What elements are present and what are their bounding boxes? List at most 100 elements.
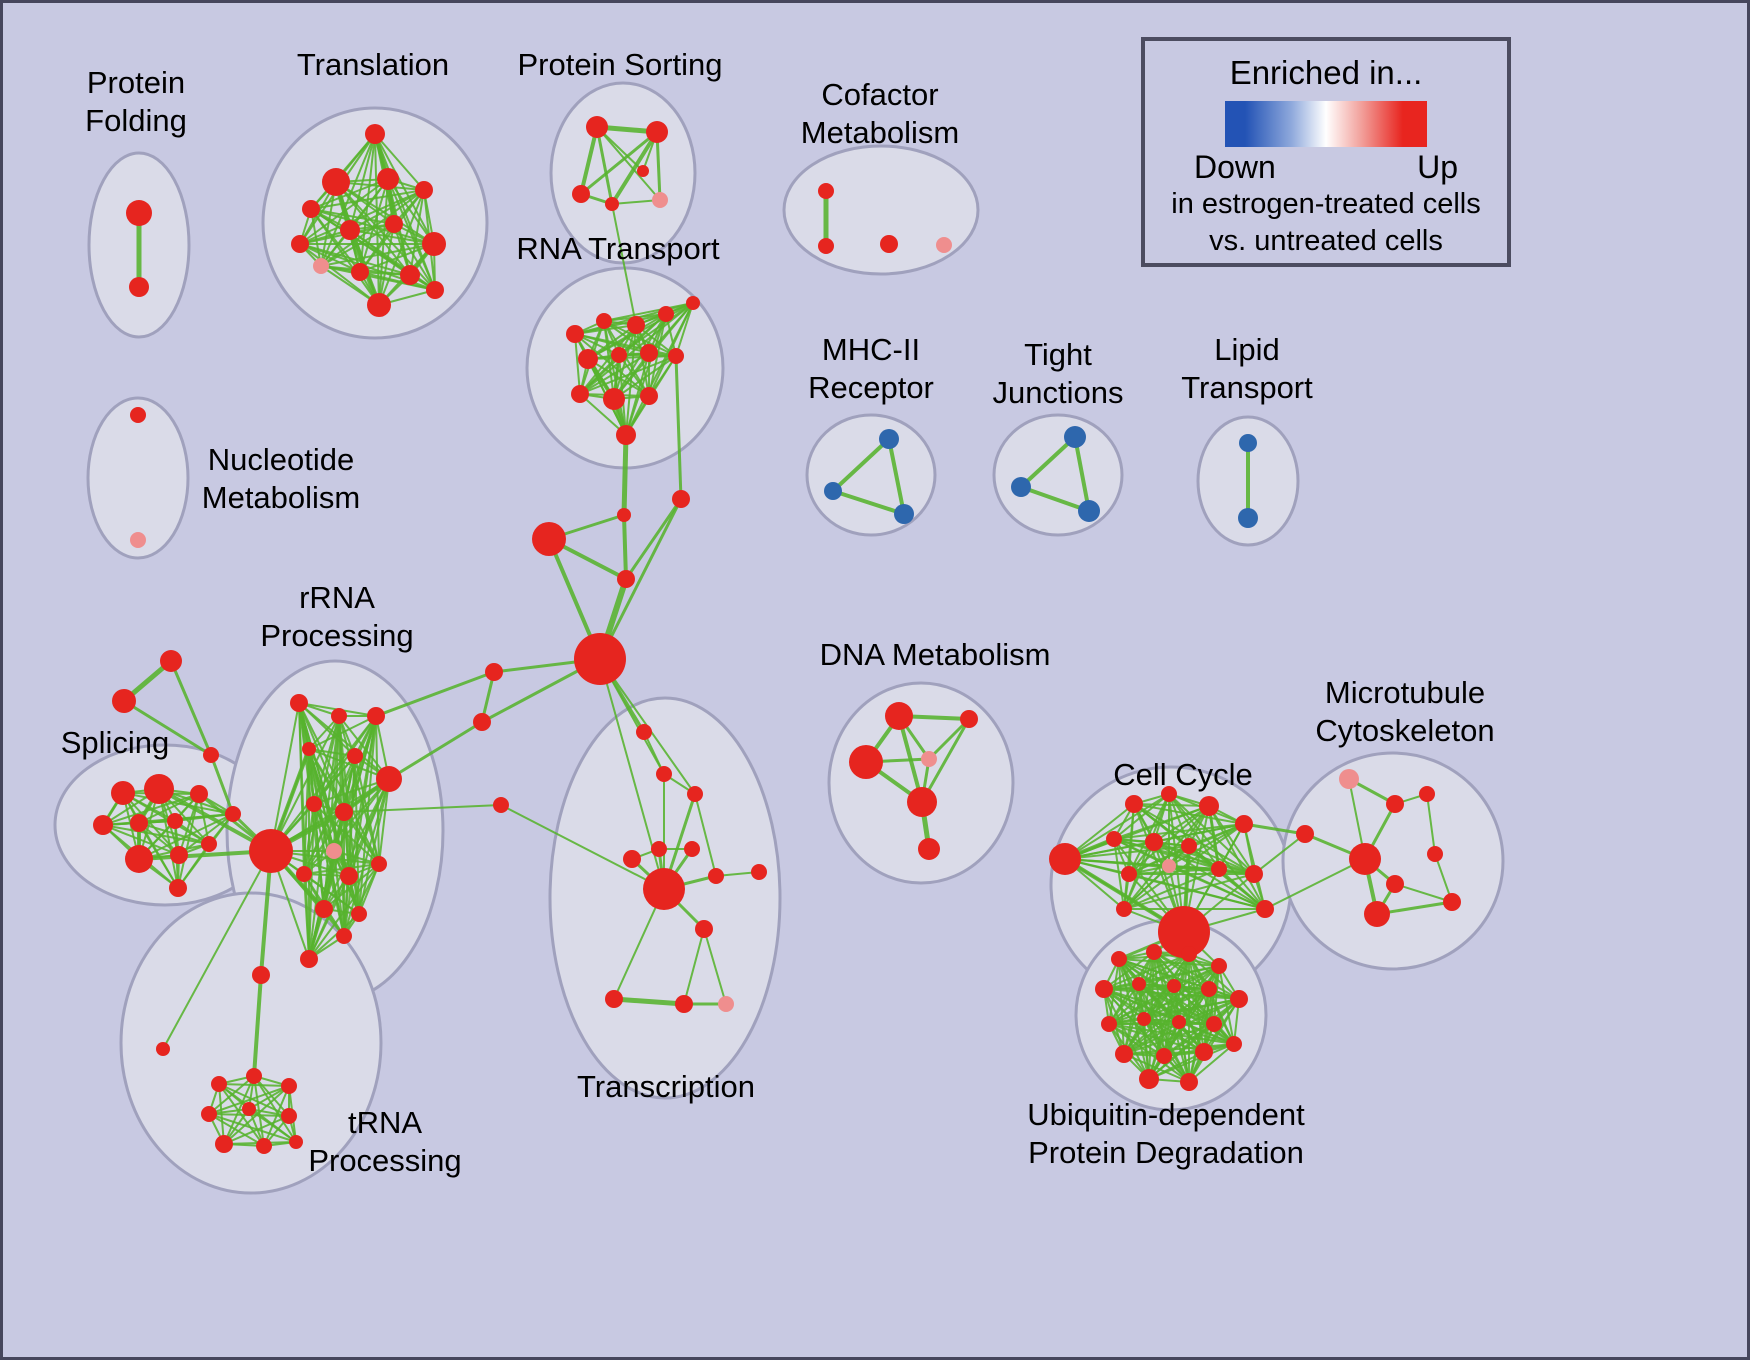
legend-caption-line2: vs. untreated cells xyxy=(1209,225,1443,257)
node-ubiquitin_degradation-4 xyxy=(1095,980,1113,998)
node-cell_cycle-6 xyxy=(1145,833,1163,851)
edge-protein_sorting xyxy=(655,130,662,202)
node-splicing-0 xyxy=(111,781,135,805)
node-cell_cycle-4 xyxy=(1235,815,1253,833)
edge-trna_processing xyxy=(248,1108,297,1143)
edge-rna_transport xyxy=(579,393,627,436)
edge-ubiquitin_degradation xyxy=(1163,1023,1215,1057)
edge-ubiquitin_degradation xyxy=(1138,965,1220,985)
edge-cell_cycle xyxy=(1153,823,1245,843)
edge-connectors xyxy=(622,513,628,581)
node-microtubule_cytoskeleton-2 xyxy=(1419,786,1435,802)
node-ubiquitin_degradation-11 xyxy=(1172,1015,1186,1029)
edge-ubiquitin_degradation xyxy=(1143,988,1210,1020)
edge-ubiquitin_degradation xyxy=(1178,1021,1235,1045)
node-rna_transport-11 xyxy=(616,425,636,445)
node-dna_metabolism-5 xyxy=(918,838,940,860)
edge-rna_transport xyxy=(574,333,581,395)
edge-rrna_processing xyxy=(323,863,380,910)
node-ubiquitin_degradation-9 xyxy=(1101,1016,1117,1032)
edge-translation xyxy=(299,189,425,245)
node-trna_processing-10 xyxy=(289,1135,303,1149)
node-ubiquitin_degradation-15 xyxy=(1195,1043,1213,1061)
cluster-label-dna_metabolism: DNA Metabolism xyxy=(820,637,1051,672)
cluster-label-trna_processing: tRNA xyxy=(348,1105,422,1140)
node-transcription-11 xyxy=(718,996,734,1012)
node-rrna_processing-14 xyxy=(351,906,367,922)
edge-trna_processing xyxy=(253,1075,297,1143)
edge-transcription xyxy=(683,928,705,1005)
node-ubiquitin_degradation-7 xyxy=(1201,981,1217,997)
node-transcription-5 xyxy=(684,841,700,857)
cluster-ellipse-cofactor_metabolism xyxy=(782,144,980,276)
edge-protein_sorting xyxy=(611,199,661,205)
node-cell_cycle-7 xyxy=(1181,838,1197,854)
node-rna_transport-2 xyxy=(627,316,645,334)
edge-rrna_processing xyxy=(343,863,380,937)
node-rrna_processing-3 xyxy=(302,742,316,756)
edge-transcription xyxy=(703,928,727,1005)
node-connectors-6 xyxy=(473,713,491,731)
node-ubiquitin_degradation-6 xyxy=(1167,979,1181,993)
edge-translation xyxy=(349,133,376,231)
edge-rna_transport xyxy=(579,355,677,395)
node-translation-11 xyxy=(400,265,420,285)
cluster-ellipse-tight_junctions xyxy=(992,413,1124,537)
edge-ubiquitin_degradation xyxy=(1123,1021,1180,1055)
edge-bridge xyxy=(1264,858,1366,910)
node-connectors-7 xyxy=(493,797,509,813)
node-transcription-4 xyxy=(651,841,667,857)
node-translation-1 xyxy=(322,168,350,196)
legend-endpoint-labels: Down Up xyxy=(1194,149,1458,186)
node-cell_cycle-0 xyxy=(1049,843,1081,875)
node-rrna_processing-4 xyxy=(347,748,363,764)
edge-cell_cycle xyxy=(1113,793,1170,840)
node-cofactor_metabolism-2 xyxy=(880,235,898,253)
edge-connectors xyxy=(169,659,213,757)
node-splicing-4 xyxy=(130,814,148,832)
edge-cell_cycle xyxy=(1153,805,1210,843)
node-connectors-0 xyxy=(672,490,690,508)
edge-translation xyxy=(359,243,435,273)
edge-rrna_processing xyxy=(343,811,380,865)
edge-trna_processing xyxy=(223,1115,290,1145)
edge-splicing xyxy=(102,824,210,845)
node-connectors-5 xyxy=(485,663,503,681)
node-translation-6 xyxy=(340,220,360,240)
node-splicing-9 xyxy=(225,806,241,822)
edge-bridge xyxy=(162,850,272,1050)
node-rna_transport-10 xyxy=(640,387,658,405)
edge-translation xyxy=(387,178,435,245)
node-protein_sorting-5 xyxy=(637,165,649,177)
edge-cell_cycle xyxy=(1113,838,1125,910)
node-translation-7 xyxy=(385,215,403,233)
legend-gradient-bar xyxy=(1225,101,1427,147)
node-dna_metabolism-4 xyxy=(907,787,937,817)
node-rna_transport-9 xyxy=(603,388,625,410)
edge-rna_transport xyxy=(613,355,677,400)
cluster-label-rrna_processing: Processing xyxy=(260,618,413,653)
edge-ubiquitin_degradation xyxy=(1148,1043,1235,1080)
node-trna_processing-6 xyxy=(242,1102,256,1116)
edge-translation xyxy=(310,189,425,210)
edge-cell_cycle xyxy=(1123,873,1255,910)
node-translation-10 xyxy=(351,263,369,281)
legend-box: Enriched in... Down Up in estrogen-treat… xyxy=(1141,37,1511,267)
legend-up-label: Up xyxy=(1417,149,1458,185)
edge-ubiquitin_degradation xyxy=(1123,1023,1215,1055)
edge-rrna_processing xyxy=(303,873,360,915)
node-protein_folding-1 xyxy=(129,277,149,297)
node-translation-13 xyxy=(426,281,444,299)
node-rna_transport-6 xyxy=(640,344,658,362)
node-transcription-3 xyxy=(623,850,641,868)
node-dna_metabolism-2 xyxy=(849,745,883,779)
node-translation-8 xyxy=(422,232,446,256)
edge-rrna_processing xyxy=(313,778,390,805)
node-ubiquitin_degradation-17 xyxy=(1139,1069,1159,1089)
edge-rrna_processing xyxy=(270,715,377,852)
node-transcription-6 xyxy=(643,868,685,910)
node-connectors-1 xyxy=(617,508,631,522)
node-microtubule_cytoskeleton-1 xyxy=(1386,795,1404,813)
